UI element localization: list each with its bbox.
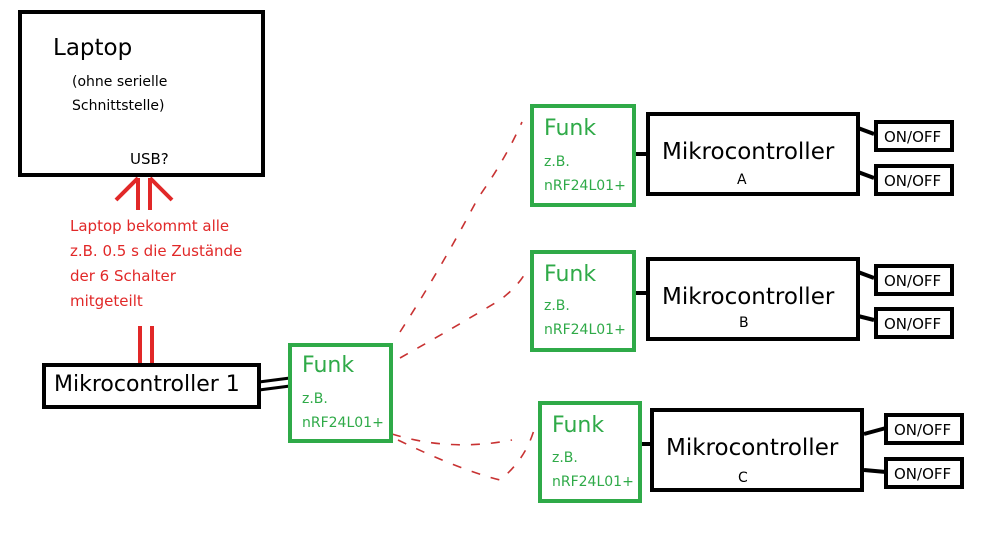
radio-title: Funk (552, 413, 605, 438)
radio-line1: z.B. (552, 450, 578, 466)
node-c-mcu-box: Mikrocontroller C (650, 408, 864, 492)
usb-link-arrow (114, 176, 174, 210)
radio-line1: z.B. (544, 154, 570, 170)
node-b-radio-box: Funk z.B. nRF24L01+ (530, 250, 636, 352)
mcu-label: Mikrocontroller (662, 139, 835, 165)
switch-box: ON/OFF (874, 264, 954, 296)
mcu-label: Mikrocontroller (666, 435, 839, 461)
radio-line2: nRF24L01+ (544, 178, 626, 194)
node-c-radio-box: Funk z.B. nRF24L01+ (538, 401, 642, 503)
annotation-line: z.B. 0.5 s die Zustände (70, 242, 243, 260)
mcu-label: Mikrocontroller (662, 284, 835, 310)
master-radio-connector (258, 376, 291, 392)
radio-line2: nRF24L01+ (302, 415, 384, 431)
master-radio-box: Funk z.B. nRF24L01+ (288, 343, 393, 443)
radio-line1: z.B. (302, 391, 328, 407)
switch-label: ON/OFF (894, 465, 952, 483)
node-a-mcu-box: Mikrocontroller A (646, 112, 860, 196)
switch-label: ON/OFF (884, 272, 942, 290)
laptop-note-line2: Schnittstelle) (72, 98, 165, 114)
laptop-note-line1: (ohne serielle (72, 74, 168, 90)
radio-title: Funk (544, 262, 597, 287)
radio-line1: z.B. (544, 298, 570, 314)
radio-line2: nRF24L01+ (552, 474, 634, 490)
annotation-line: Laptop bekommt alle (70, 217, 230, 235)
switch-box: ON/OFF (874, 164, 954, 196)
switch-label: ON/OFF (884, 172, 942, 190)
radio-waves (391, 121, 535, 481)
master-mcu-box: Mikrocontroller 1 (42, 363, 261, 409)
switch-box: ON/OFF (884, 413, 964, 445)
switch-connectors (857, 126, 887, 474)
radio-title: Funk (544, 116, 597, 141)
switch-label: ON/OFF (884, 128, 942, 146)
annotation-line: mitgeteilt (70, 292, 143, 310)
mcu-id: C (738, 470, 748, 486)
usb-link-cable (138, 326, 154, 364)
switch-label: ON/OFF (884, 315, 942, 333)
annotation-line: der 6 Schalter (70, 267, 176, 285)
switch-box: ON/OFF (874, 120, 954, 152)
mcu-id: A (737, 172, 747, 188)
switch-label: ON/OFF (894, 421, 952, 439)
radio-line2: nRF24L01+ (544, 322, 626, 338)
node-a-radio-box: Funk z.B. nRF24L01+ (530, 104, 636, 207)
switch-box: ON/OFF (874, 307, 954, 339)
switch-box: ON/OFF (884, 457, 964, 489)
mcu-id: B (739, 315, 749, 331)
node-b-mcu-box: Mikrocontroller B (646, 257, 860, 341)
master-mcu-label: Mikrocontroller 1 (54, 372, 240, 397)
laptop-title: Laptop (53, 35, 133, 61)
laptop-port-label: USB? (130, 150, 169, 168)
laptop-box: Laptop (ohne serielle Schnittstelle) USB… (18, 10, 265, 177)
radio-title: Funk (302, 353, 355, 378)
